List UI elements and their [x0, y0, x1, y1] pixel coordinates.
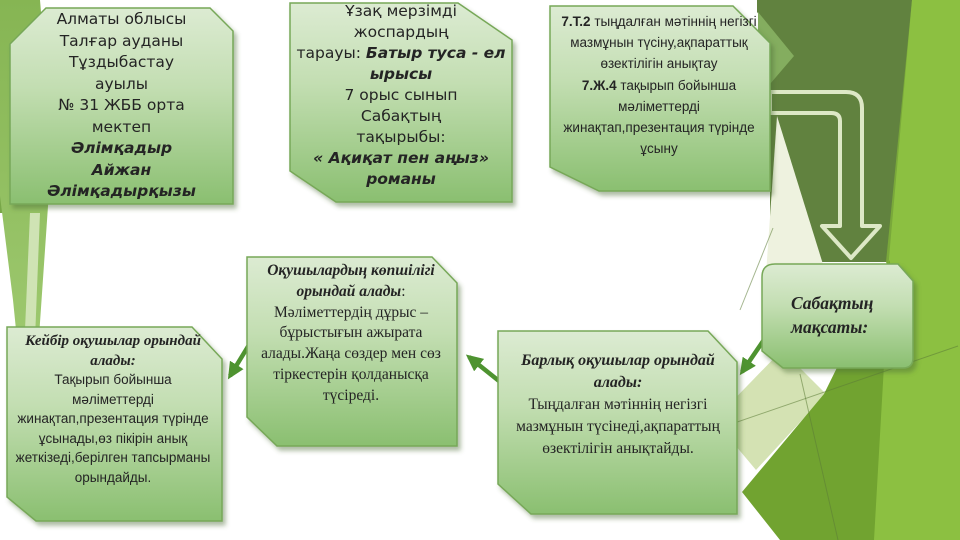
learning-objectives-text: 7.Т.2 тыңдалған мәтіннің негізгі мазмұны…: [552, 11, 766, 159]
plan-chapter: Батыр туса - ел ырысы: [365, 44, 506, 83]
some-students-box-shape: [6, 326, 223, 522]
goal-box-shape: [761, 263, 914, 369]
plan-topic: « Ақиқат пен аңыз» романы: [313, 149, 489, 188]
right-bottom-facet-decor: [742, 260, 890, 540]
all-students-header: Барлық оқушылар орындай алады:: [521, 352, 715, 391]
right-pale-band-decor: [714, 350, 826, 470]
plan-box-shape: [289, 2, 513, 203]
some-students-body: Тақырып бойынша мәліметтерді жинақтап,пр…: [15, 372, 211, 485]
objective-code-1: 7.Т.2: [561, 14, 591, 29]
right-cream-wedge-decor: [766, 116, 826, 274]
bent-down-arrow-icon: [768, 90, 882, 260]
objectives-box-shape: [549, 5, 771, 192]
all-students-text: Барлық оқушылар орындай алады: Тыңдалған…: [514, 350, 722, 460]
some-students-text: Кейбір оқушылар орындай алады: Тақырып б…: [14, 332, 212, 488]
plan-intro: Ұзақ мерзімді жоспардың тарауы:: [296, 2, 457, 62]
school-info-text: Алматы облысы Талғар ауданы Тұздыбастау …: [10, 9, 233, 203]
lesson-goal-label: Сабақтың мақсаты:: [791, 293, 874, 337]
objective-text-1: тыңдалған мәтіннің негізгі мазмұнын түсі…: [570, 14, 757, 72]
all-students-box-shape: [497, 330, 738, 515]
most-students-colon: :: [401, 282, 406, 300]
some-students-header: Кейбір оқушылар орындай алады:: [25, 333, 201, 369]
all-students-body: Тыңдалған мәтіннің негізгі мазмұнын түсі…: [516, 396, 720, 457]
facet-line-decor: [799, 373, 839, 540]
lesson-plan-text: Ұзақ мерзімді жоспардың тарауы: Батыр ту…: [292, 1, 510, 190]
objective-text-2: тақырып бойынша мәліметтерді жинақтап,пр…: [563, 77, 755, 157]
objective-code-2: 7.Ж.4: [581, 77, 617, 93]
school-box-shape: [9, 7, 234, 205]
plan-grade: 7 орыс сынып Сабақтың тақырыбы:: [344, 86, 458, 146]
right-lime-facet-decor: [868, 0, 960, 540]
author-name: Әлімқадыр Айжан Әлімқадырқызы: [47, 139, 196, 200]
facet-line-decor: [713, 345, 959, 431]
facet-line-decor: [739, 227, 774, 311]
most-students-body: Мәліметтердің дұрыс – бұрыстығын ажырата…: [261, 303, 441, 404]
school-info-lines: Алматы облысы Талғар ауданы Тұздыбастау …: [56, 10, 187, 136]
most-students-box-shape: [246, 256, 458, 447]
most-students-text: Оқушылардың көпшілігі орындай алады: Мәл…: [253, 261, 449, 407]
most-students-header: Оқушылардың көпшілігі орындай алады: [267, 262, 435, 300]
